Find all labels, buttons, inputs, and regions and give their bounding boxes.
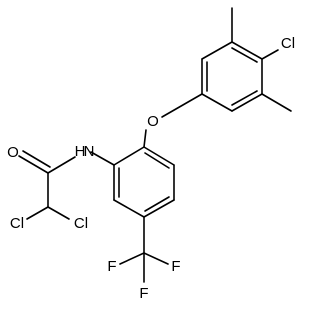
methyl-right-bond: [261, 93, 292, 112]
cf-bond-left: [119, 252, 145, 265]
hydrogen-label: H: [75, 143, 86, 160]
ccl-bond-left: [26, 206, 49, 220]
aryl-chlorine-bond: [261, 49, 279, 60]
carbonyl-double-bond-b: [22, 150, 51, 168]
carbonyl-oxygen-label: O: [7, 144, 19, 161]
fluorine-left-label: F: [107, 258, 116, 275]
bond: [231, 93, 263, 112]
aryl-nitrogen-bond: [90, 151, 115, 166]
fluorine-right-label: F: [171, 258, 180, 275]
ether-bond-lower: [143, 129, 147, 148]
cf-bond-right: [143, 252, 169, 265]
nitrogen-carbonyl-bond: [47, 156, 76, 174]
bond: [231, 41, 263, 60]
chlorine-left-label: Cl: [10, 215, 24, 232]
aryl-ring-lower: [113, 146, 175, 218]
bond: [201, 41, 233, 60]
fluorine-bottom-label: F: [139, 285, 148, 302]
ccl-bond-right: [47, 206, 70, 220]
bond: [201, 93, 233, 112]
bond: [113, 146, 145, 166]
carbonyl-double-bond-a: [18, 155, 49, 174]
bond: [143, 146, 175, 166]
bond: [113, 199, 145, 218]
ether-bond-upper: [161, 93, 203, 118]
double-bond-inner: [144, 196, 170, 212]
chlorine-right-label: Cl: [74, 215, 88, 232]
double-bond-inner: [231, 90, 258, 106]
structure-canvas: Cl O F F F N H O Cl Cl: [7, 7, 295, 302]
bond: [143, 199, 175, 218]
aryl-ring-upper: [201, 41, 263, 112]
nitrogen-label: N: [84, 143, 95, 160]
aryl-chlorine-label: Cl: [281, 35, 295, 52]
double-bond-inner: [231, 47, 258, 63]
double-bond-inner: [144, 152, 170, 169]
ether-oxygen-label: O: [147, 113, 159, 130]
